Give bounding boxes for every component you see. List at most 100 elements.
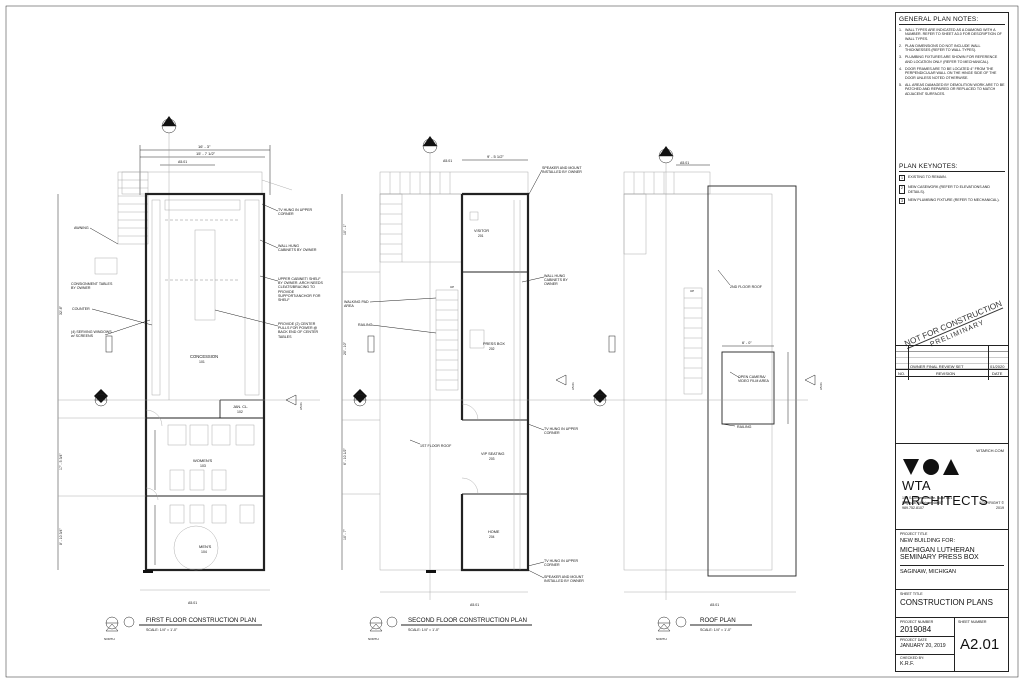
general-notes-title: GENERAL PLAN NOTES: [899,16,979,23]
rev-col-revision: REVISION [936,371,956,376]
project-title-block: PROJECT TITLE NEW BUILDING FOR: MICHIGAN… [896,529,1008,589]
rp-note-roof: 2ND FLOOR ROOF [730,285,763,289]
ff-room-mens-num: 104 [201,550,207,554]
project-number: 2019084 [900,625,932,634]
general-note-item: 4.DOOR FRAMES ARE TO BE LOCATED 4" FROM … [899,67,997,80]
sf-room-vip-num: 203 [489,457,495,461]
ff-north: NORTH [104,637,115,641]
sf-scale: SCALE: 1/4" = 1'-0" [408,628,440,632]
second-floor-plan: A5.01 9' - 5 1/2" UP [341,136,590,641]
firm-block: WTARCH.COM WTA ARCHITECTS 100 S. Jeffers… [896,443,1008,529]
ff-room-concession: CONCESSION [190,354,218,359]
sf-note-tv2: TV HUNG IN UPPER CORNER [544,559,579,568]
sf-right-tag: A5.01 [571,382,575,390]
project-title-1: NEW BUILDING FOR: [900,538,956,545]
rp-first-roof-outline [623,193,773,571]
sf-title: SECOND FLOOR CONSTRUCTION PLAN [408,617,527,624]
sheet-number: A2.01 [960,636,1000,653]
sf-note-railing: RAILING [358,323,373,327]
sf-room-pressbox: PRESS BOX [483,342,505,346]
project-title-3: SEMINARY PRESS BOX [900,554,979,562]
ff-note-tv: TV HUNG IN UPPER CORNER [278,208,313,217]
sheet-title-block: SHEET TITLE CONSTRUCTION PLANS [896,589,1008,617]
firm-url: WTARCH.COM [976,448,1004,453]
firm-address-1: 100 S. Jefferson Ave. Suite 601 [902,496,953,500]
sheet-number-label: SHEET NUMBER [958,620,987,624]
rp-right-tag: A5.01 [819,382,823,390]
sf-dim-top: 9' - 5 1/2" [487,154,504,159]
ff-exterior-wall [144,192,266,572]
ff-dim-top: 16' - 3" [198,144,211,149]
ff-tag-top: A5.01 [178,160,187,164]
firm-name: WTA ARCHITECTS [902,478,989,508]
sf-dim-left-4: 10' - 7" [343,528,347,540]
ff-room-concession-num: 101 [199,360,205,364]
project-info-block: PROJECT NUMBER 2019084 PROJECT DATE JANU… [896,617,1008,672]
general-note-item: 1.WALL TYPES ARE INDICATED AS A DIAMOND … [899,28,1002,41]
rev-col-date: DATE [992,371,1003,376]
project-title-2: MICHIGAN LUTHERAN [900,547,975,555]
ff-room-jan-num: 102 [237,410,243,414]
rp-camera-area [721,351,775,425]
revision-set: OWNER FINAL REVIEW SET [910,364,964,369]
ff-dim-top2: 15' - 7 1/2" [196,151,216,156]
ff-note-windows: (4) SERVING WINDOWS w/ SCREENS [71,330,112,339]
checked-by: K.R.F. [900,661,915,667]
ff-scale: SCALE: 1/4" = 1'-0" [146,628,178,632]
rp-second-roof-outline [707,185,797,577]
ff-note-consign: CONSIGNMENT TABLES BY OWNER [71,282,113,291]
copyright-year: 2019 [996,506,1004,510]
ff-note-cabinets: WALL HUNG CABINETS BY OWNER [278,244,317,253]
project-location: SAGINAW, MICHIGAN [900,565,1004,575]
project-date-label: PROJECT DATE [900,638,928,642]
checked-by-label: CHECKED BY: [900,656,925,660]
sf-dim-left-2: 20' - 10" [343,341,347,355]
sf-room-pressbox-num: 202 [489,347,495,351]
ff-room-jan: JAN. CL. [233,405,248,409]
rp-scale: SCALE: 1/4" = 1'-0" [700,628,732,632]
ff-note-shelf: UPPER CABINET/ SHELF BY OWNER. ARCH NEED… [278,277,323,303]
rp-dim-top: 6' - 0" [742,341,752,345]
revision-table: OWNER FINAL REVIEW SET 01/2020 NO. REVIS… [896,345,1008,380]
first-floor-plan: 16' - 3" 15' - 7 1/2" A5.01 [57,116,323,641]
sf-note-speaker1: SPEAKER AND MOUNT INSTALLED BY OWNER [542,166,582,175]
general-notes-section: GENERAL PLAN NOTES: 1.WALL TYPES ARE IND… [896,16,1008,99]
ff-dim-left-1: 32'-6" [59,305,63,315]
sf-north: NORTH [368,637,379,641]
ff-bottom-tag: A5.01 [188,601,197,605]
ff-note-counter: COUNTER [72,307,90,311]
rp-title: ROOF PLAN [700,617,736,624]
sheet-border [5,5,1019,678]
ff-right-tag: A5.01 [299,402,303,410]
project-title-label: PROJECT TITLE [900,532,928,536]
sf-up: UP [450,285,454,289]
ff-title: FIRST FLOOR CONSTRUCTION PLAN [146,617,256,624]
ff-dim-left-3: 8' - 10 3/4" [59,528,63,545]
sf-bottom-tag: A5.01 [470,603,479,607]
rp-note-railing: RAILING [737,425,752,429]
ff-room-womens-num: 103 [200,464,206,468]
sf-room-vip: VIP SEATING [481,452,505,456]
firm-logo [903,459,959,475]
sf-pressbox-wall [460,192,530,572]
sf-dim-left-1: 10' - 1" [343,223,347,235]
sf-note-roof: 1ST FLOOR ROOF [420,444,452,448]
rp-bottom-tag: A5.01 [710,603,719,607]
revision-date: 01/2020 [990,364,1005,369]
sf-dim-left-3: 6' - 10 1/2" [343,448,347,465]
project-date: JANUARY 20, 2019 [900,643,946,649]
sf-note-tv1: TV HUNG IN UPPER CORNER [544,427,579,436]
firm-address-3: 989.752.8107 [902,506,924,510]
ff-dim-left-2: 17' - 5 3/4" [59,453,63,470]
sheet-title-label: SHEET TITLE [900,592,923,596]
title-block: GENERAL PLAN NOTES: 1.WALL TYPES ARE IND… [895,12,1009,672]
rp-north: NORTH [656,637,667,641]
sf-note-speaker2: SPEAKER AND MOUNT INSTALLED BY OWNER [544,575,584,584]
general-note-item: 2.PLAN DIMENSIONS DO NOT INCLUDE WALL TH… [899,43,981,53]
firm-address-2: Saginaw, Michigan 48607 [902,501,943,505]
